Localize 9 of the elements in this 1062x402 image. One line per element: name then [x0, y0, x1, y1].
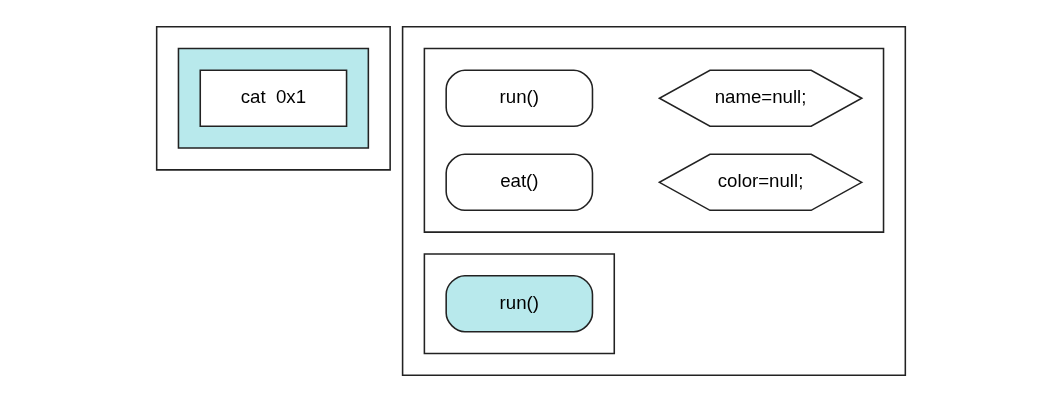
node-box: cat 0x1: [199, 69, 348, 128]
node-box: run(): [445, 274, 594, 333]
node-box: run(): [445, 69, 594, 128]
cluster: [423, 47, 885, 233]
cluster: [177, 47, 370, 149]
node-box: eat(): [445, 153, 594, 212]
cluster: [401, 25, 907, 377]
cluster: [155, 25, 391, 171]
cluster: [423, 253, 616, 355]
